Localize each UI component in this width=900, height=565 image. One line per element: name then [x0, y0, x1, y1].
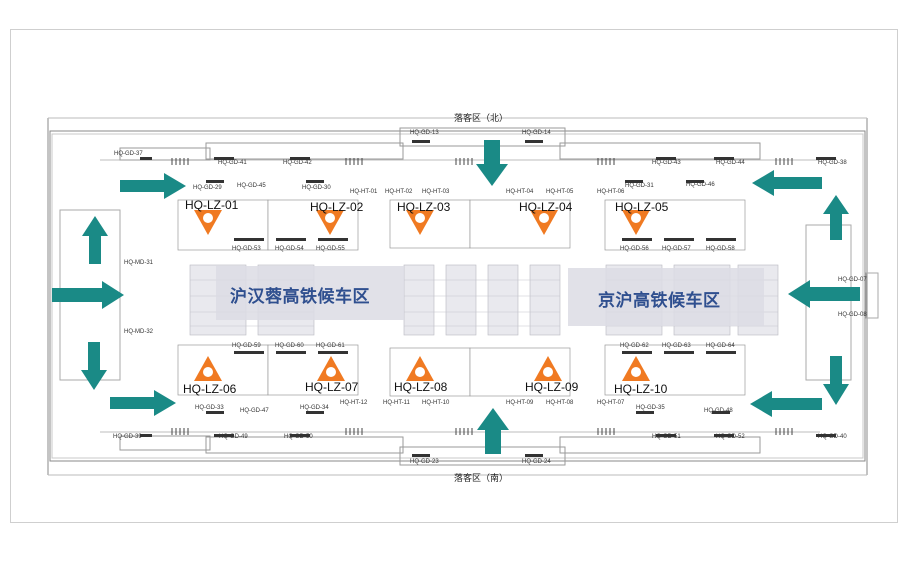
code-label: HQ-GD-42	[283, 160, 312, 166]
location-marker-icon	[530, 210, 558, 235]
code-label: HQ-GD-40	[818, 434, 847, 440]
location-marker-icon	[194, 356, 222, 381]
location-marker-icon	[622, 210, 650, 235]
code-label: HQ-GD-53	[232, 246, 261, 252]
location-marker-icon	[534, 356, 562, 381]
arrow-left-icon	[752, 170, 822, 196]
arrow-right-icon	[52, 281, 124, 309]
code-label: HQ-HT-08	[546, 400, 574, 406]
north-area-label: 落客区（北）	[454, 112, 508, 124]
arrow-right-icon	[110, 390, 176, 416]
code-label: HQ-HT-12	[340, 400, 368, 406]
zone-left-label: 沪汉蓉高铁候车区	[230, 287, 370, 306]
entry-arrows	[52, 140, 860, 454]
code-label: HQ-HT-10	[422, 400, 450, 406]
zone-right-bg	[568, 268, 764, 326]
code-label: HQ-GD-41	[218, 160, 247, 166]
marker-label: HQ-LZ-06	[183, 382, 237, 396]
code-label: HQ-GD-50	[284, 434, 313, 440]
code-label: HQ-GD-14	[522, 130, 551, 136]
arrow-down-icon	[476, 140, 508, 186]
code-label: HQ-GD-29	[193, 185, 222, 191]
markers-top	[194, 210, 650, 235]
code-label: HQ-GD-45	[237, 183, 266, 189]
marker-label: HQ-LZ-09	[525, 380, 579, 394]
code-label: HQ-GD-62	[620, 343, 649, 349]
code-label: HQ-GD-49	[219, 434, 248, 440]
location-marker-icon	[316, 210, 344, 235]
code-label: HQ-GD-48	[704, 408, 733, 414]
code-label: HQ-GD-07	[838, 277, 867, 283]
code-label: HQ-GD-58	[706, 246, 735, 252]
arrow-down-icon	[81, 342, 107, 390]
code-label: HQ-GD-35	[636, 405, 665, 411]
code-label: HQ-GD-63	[662, 343, 691, 349]
code-label: HQ-GD-52	[716, 434, 745, 440]
code-label: HQ-GD-34	[300, 405, 329, 411]
location-marker-icon	[317, 356, 345, 381]
code-label: HQ-GD-38	[818, 160, 847, 166]
code-label: HQ-GD-37	[114, 151, 143, 157]
code-label: HQ-HT-05	[546, 189, 574, 195]
code-label: HQ-GD-57	[662, 246, 691, 252]
arrow-right-icon	[120, 173, 186, 199]
arrow-up-icon	[477, 408, 509, 454]
markers-bottom	[194, 356, 650, 381]
code-label: HQ-HT-07	[597, 400, 625, 406]
marker-label: HQ-LZ-04	[519, 200, 573, 214]
marker-label: HQ-LZ-07	[305, 380, 359, 394]
code-label: HQ-GD-08	[838, 312, 867, 318]
code-label: HQ-GD-64	[706, 343, 735, 349]
code-label: HQ-HT-02	[385, 189, 413, 195]
arrow-left-icon	[750, 391, 822, 417]
marker-label: HQ-LZ-01	[185, 198, 239, 212]
zone-right-label: 京沪高铁候车区	[598, 291, 721, 310]
south-area-label: 落客区（南）	[454, 472, 508, 484]
gate-modules	[177, 199, 746, 397]
marker-label: HQ-LZ-05	[615, 200, 669, 214]
code-label: HQ-HT-06	[597, 189, 625, 195]
marker-label: HQ-LZ-02	[310, 200, 364, 214]
code-label: HQ-GD-23	[410, 459, 439, 465]
code-label: HQ-GD-31	[625, 183, 654, 189]
code-label: HQ-GD-56	[620, 246, 649, 252]
zone-left-bg	[216, 266, 404, 320]
marker-label: HQ-LZ-10	[614, 382, 668, 396]
module-details	[140, 140, 836, 457]
code-label: HQ-GD-47	[240, 408, 269, 414]
code-label: HQ-GD-43	[652, 160, 681, 166]
code-label: HQ-HT-11	[383, 400, 411, 406]
code-label: HQ-GD-60	[275, 343, 304, 349]
marker-label: HQ-LZ-08	[394, 380, 448, 394]
code-label: HQ-GD-46	[686, 182, 715, 188]
code-label: HQ-MD-32	[124, 329, 154, 335]
location-marker-icon	[622, 356, 650, 381]
code-label: HQ-GD-44	[716, 160, 745, 166]
location-marker-icon	[406, 210, 434, 235]
code-label: HQ-GD-39	[113, 434, 142, 440]
arrow-left-icon	[788, 280, 860, 308]
code-label: HQ-GD-33	[195, 405, 224, 411]
code-label: HQ-HT-03	[422, 189, 450, 195]
marker-label: HQ-LZ-03	[397, 200, 451, 214]
turnstiles	[171, 158, 793, 435]
code-label: HQ-HT-04	[506, 189, 534, 195]
code-label: HQ-GD-24	[522, 459, 551, 465]
code-label: HQ-MD-31	[124, 260, 154, 266]
code-label: HQ-GD-54	[275, 246, 304, 252]
arrow-up-icon	[82, 216, 108, 264]
code-label: HQ-GD-55	[316, 246, 345, 252]
code-label: HQ-GD-61	[316, 343, 345, 349]
location-marker-icon	[194, 210, 222, 235]
code-label: HQ-GD-13	[410, 130, 439, 136]
code-label: HQ-GD-59	[232, 343, 261, 349]
code-label: HQ-GD-30	[302, 185, 331, 191]
location-marker-icon	[406, 356, 434, 381]
arrow-down-icon	[823, 356, 849, 405]
code-label: HQ-HT-09	[506, 400, 534, 406]
code-label: HQ-GD-51	[652, 434, 681, 440]
arrow-up-icon	[823, 195, 849, 240]
code-label: HQ-HT-01	[350, 189, 378, 195]
